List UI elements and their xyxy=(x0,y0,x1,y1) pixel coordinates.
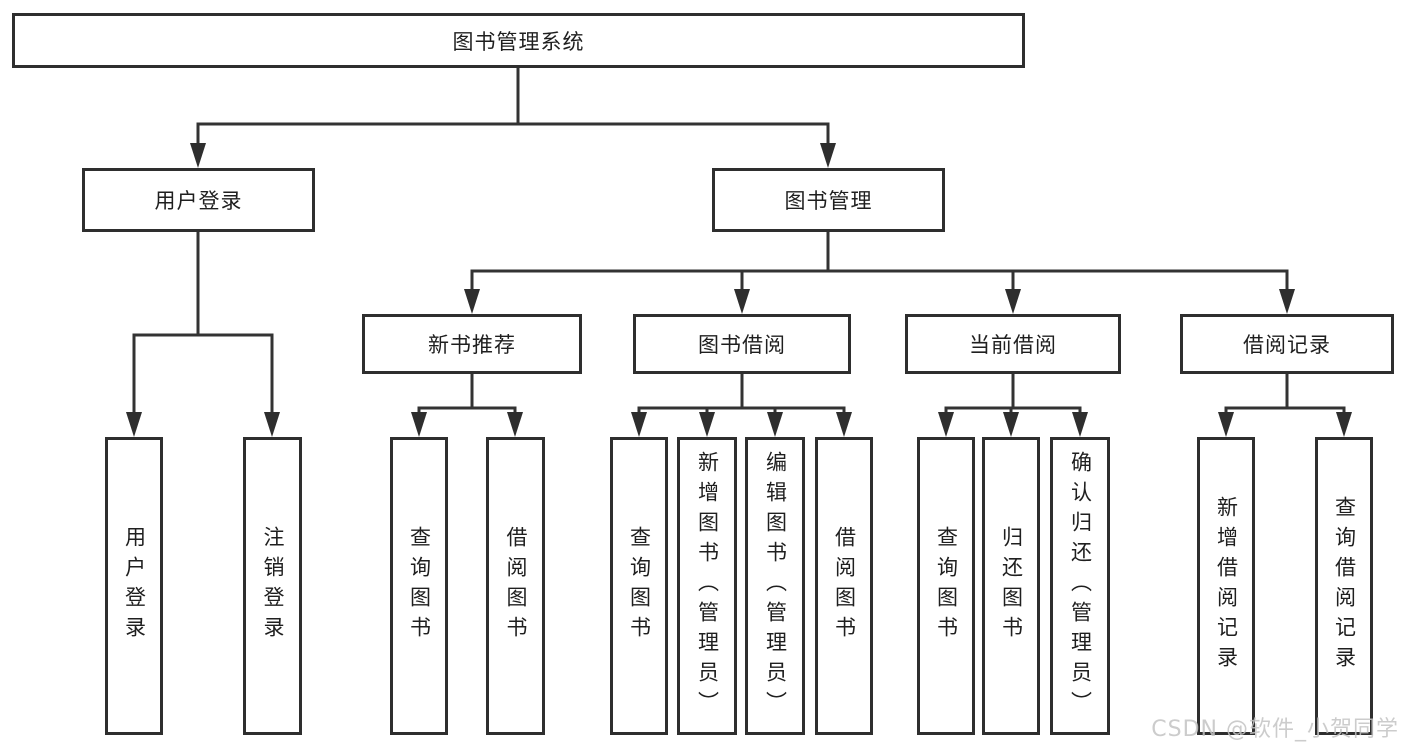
arrow-down-icon xyxy=(190,143,206,168)
arrow-down-icon xyxy=(699,412,715,437)
leaf-label: 查询图书 xyxy=(934,526,959,646)
leaf-label: 用户登录 xyxy=(122,526,147,646)
arrow-down-icon xyxy=(411,412,427,437)
leaf-label: 查询图书 xyxy=(407,526,432,646)
node-book-borrowing: 图书借阅 xyxy=(633,314,851,374)
leaf-edit-book-admin: 编辑图书（管理员） xyxy=(745,437,805,735)
arrow-down-icon xyxy=(1279,289,1295,314)
arrow-down-icon xyxy=(126,412,142,437)
leaf-label: 查询图书 xyxy=(627,526,652,646)
arrow-down-icon xyxy=(1003,412,1019,437)
watermark: CSDN @软件_小贺同学 xyxy=(1151,717,1399,742)
leaf-borrow-books-1: 借阅图书 xyxy=(486,437,545,735)
node-book-management: 图书管理 xyxy=(712,168,945,232)
leaf-label: 确认归还（管理员） xyxy=(1068,451,1093,721)
arrow-down-icon xyxy=(1336,412,1352,437)
leaf-label: 新增图书（管理员） xyxy=(695,451,720,721)
leaf-query-books-2: 查询图书 xyxy=(610,437,668,735)
leaf-user-login: 用户登录 xyxy=(105,437,163,735)
leaf-label: 借阅图书 xyxy=(832,526,857,646)
arrow-down-icon xyxy=(820,143,836,168)
arrow-down-icon xyxy=(1218,412,1234,437)
arrow-down-icon xyxy=(264,412,280,437)
arrow-down-icon xyxy=(631,412,647,437)
arrow-down-icon xyxy=(938,412,954,437)
node-borrowing-records: 借阅记录 xyxy=(1180,314,1394,374)
node-new-book-recommend: 新书推荐 xyxy=(362,314,582,374)
leaf-logout: 注销登录 xyxy=(243,437,302,735)
leaf-label: 借阅图书 xyxy=(504,526,528,646)
node-current-borrowing: 当前借阅 xyxy=(905,314,1121,374)
arrow-down-icon xyxy=(767,412,783,437)
arrow-down-icon xyxy=(836,412,852,437)
leaf-query-books-1: 查询图书 xyxy=(390,437,448,735)
leaf-query-borrow-record: 查询借阅记录 xyxy=(1315,437,1373,735)
leaf-label: 新增借阅记录 xyxy=(1214,496,1239,676)
leaf-label: 归还图书 xyxy=(999,526,1024,646)
leaf-add-book-admin: 新增图书（管理员） xyxy=(677,437,737,735)
arrow-down-icon xyxy=(464,289,480,314)
leaf-query-books-3: 查询图书 xyxy=(917,437,975,735)
leaf-label: 注销登录 xyxy=(261,526,285,646)
node-book-system: 图书管理系统 xyxy=(12,13,1025,68)
leaf-borrow-books-2: 借阅图书 xyxy=(815,437,873,735)
leaf-return-books: 归还图书 xyxy=(982,437,1040,735)
arrow-down-icon xyxy=(1005,289,1021,314)
leaf-add-borrow-record: 新增借阅记录 xyxy=(1197,437,1255,735)
leaf-label: 查询借阅记录 xyxy=(1332,496,1357,676)
arrow-down-icon xyxy=(1072,412,1088,437)
arrow-down-icon xyxy=(734,289,750,314)
leaf-confirm-return-admin: 确认归还（管理员） xyxy=(1050,437,1110,735)
leaf-label: 编辑图书（管理员） xyxy=(763,451,788,721)
arrow-down-icon xyxy=(507,412,523,437)
node-user-login: 用户登录 xyxy=(82,168,315,232)
